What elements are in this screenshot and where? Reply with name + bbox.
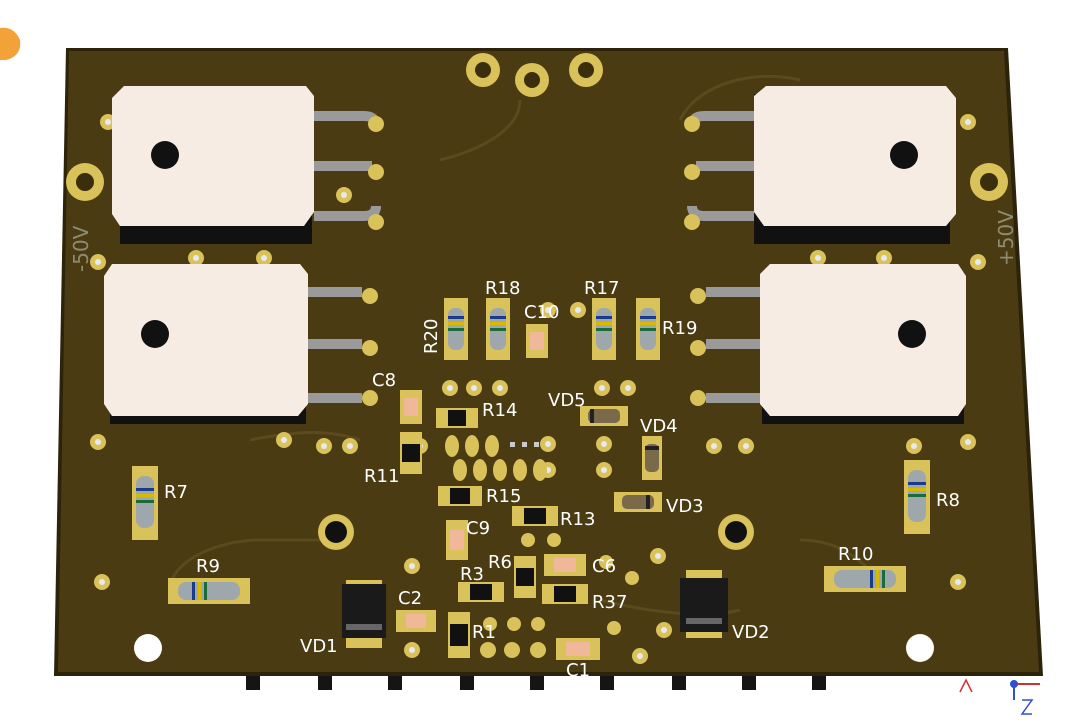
capacitor-c9	[446, 520, 468, 560]
label-r6: R6	[488, 552, 512, 573]
label-r1: R1	[472, 622, 496, 643]
label-r8: R8	[936, 490, 960, 511]
edge-label-left: -50V	[69, 225, 93, 272]
capacitor-c8	[400, 390, 422, 424]
label-r17: R17	[584, 278, 619, 299]
capacitor-c1	[556, 638, 600, 660]
resistor-r13	[512, 506, 558, 526]
label-vd2: VD2	[732, 622, 770, 643]
resistor-r37	[542, 584, 588, 604]
label-r9: R9	[196, 556, 220, 577]
label-r20: R20	[421, 319, 442, 354]
transistor-bottom-left	[104, 264, 378, 424]
resistor-r19	[636, 298, 660, 360]
ic-pad-array	[445, 435, 639, 658]
resistor-r9	[168, 578, 250, 604]
label-vd4: VD4	[640, 416, 678, 437]
diode-vd4	[642, 436, 662, 480]
resistor-r15	[438, 486, 482, 506]
resistor-r1	[448, 612, 470, 658]
capacitor-c10	[526, 324, 548, 358]
mounting-holes	[66, 53, 1008, 662]
label-r3: R3	[460, 564, 484, 585]
label-r18: R18	[485, 278, 520, 299]
label-c9: C9	[466, 518, 490, 539]
resistor-r20	[444, 298, 468, 360]
diode-vd5	[580, 406, 628, 426]
label-r14: R14	[482, 400, 517, 421]
resistor-r3	[458, 582, 504, 602]
resistor-r17	[592, 298, 616, 360]
resistor-r18	[486, 298, 510, 360]
diode-vd3	[614, 492, 662, 512]
label-c8: C8	[372, 370, 396, 391]
diode-vd1	[342, 580, 386, 648]
resistor-r6	[514, 556, 536, 598]
transistor-bottom-right	[690, 264, 966, 424]
label-c2: C2	[398, 588, 422, 609]
capacitor-c2	[396, 610, 436, 632]
label-r37: R37	[592, 592, 627, 613]
bottom-connector-pins	[246, 676, 826, 690]
label-c1: C1	[566, 660, 590, 681]
label-r15: R15	[486, 486, 521, 507]
label-c6: C6	[592, 556, 616, 577]
label-c10: C10	[524, 302, 559, 323]
resistor-r11	[400, 432, 422, 474]
resistor-r14	[436, 408, 478, 428]
transistor-top-left	[112, 86, 384, 244]
transistor-top-right	[684, 86, 956, 244]
xyz-axis-icon	[959, 678, 1040, 715]
orange-blob-icon	[0, 27, 21, 60]
resistor-r7	[132, 466, 158, 540]
label-r13: R13	[560, 509, 595, 530]
test-points	[510, 442, 539, 447]
label-vd3: VD3	[666, 496, 704, 517]
edge-label-right: +50V	[994, 210, 1018, 266]
diode-vd2	[680, 570, 728, 638]
label-r7: R7	[164, 482, 188, 503]
resistor-r8	[904, 460, 930, 534]
capacitor-c6	[544, 554, 586, 576]
label-vd1: VD1	[300, 636, 338, 657]
label-vd5: VD5	[548, 390, 586, 411]
label-r19: R19	[662, 318, 697, 339]
resistor-r10	[824, 566, 906, 592]
label-r11: R11	[364, 466, 399, 487]
label-r10: R10	[838, 544, 873, 565]
